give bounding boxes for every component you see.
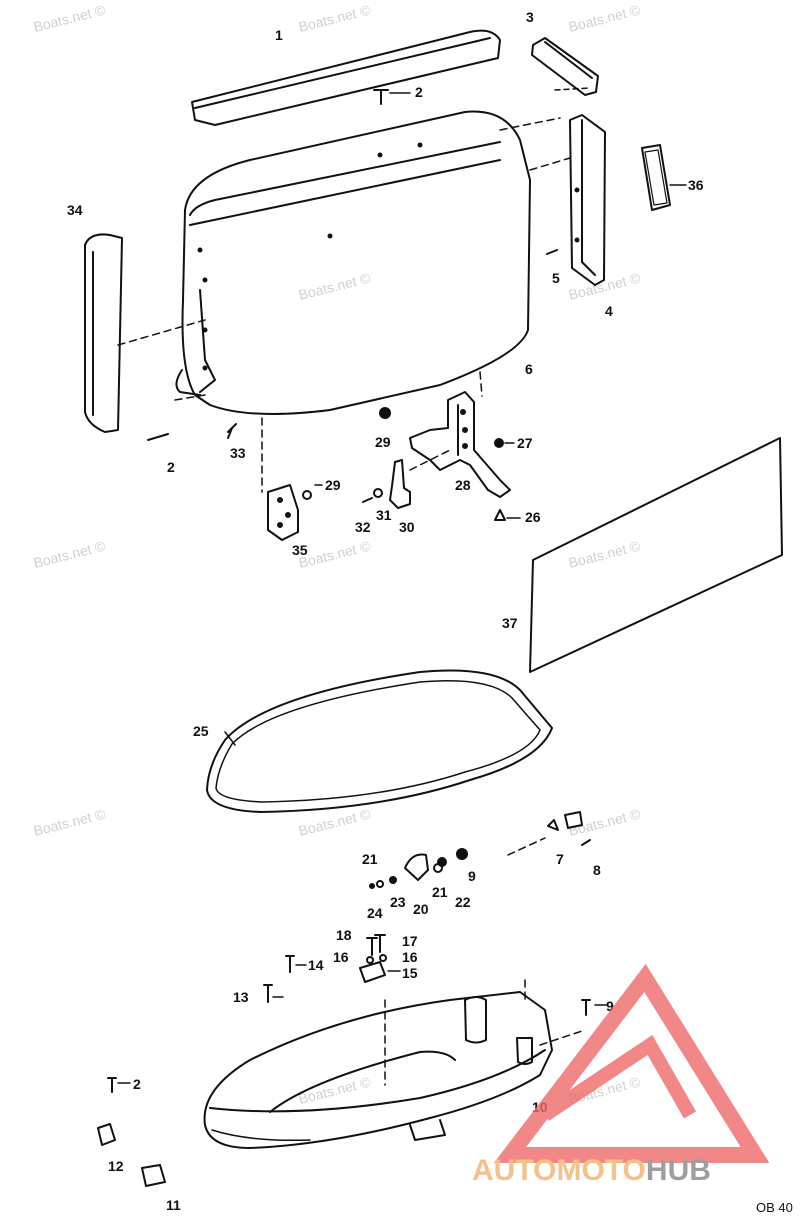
part-label: 9 [468,868,476,884]
part-label: 24 [367,905,383,921]
latch-assembly [409,391,511,498]
brand-part-1: AUTOMOTO [472,1154,646,1187]
part-label: 2 [415,84,423,100]
latch-lever [389,459,411,509]
part-label: 13 [233,989,249,1005]
hardware-small [147,89,558,521]
part-label: 3 [526,9,534,25]
top-trim-strip [191,29,501,126]
part-label: 35 [292,542,308,558]
part-label: 26 [525,509,541,525]
left-side-strip [84,233,123,433]
watermark: Boats.net © [297,1,373,34]
part-label: 18 [336,927,352,943]
part-label: 31 [376,507,392,523]
part-label: 2 [167,459,175,475]
brand-part-2: HUB [646,1154,711,1187]
lower-cowl [203,991,553,1149]
part-label: 34 [67,202,83,218]
part-label: 5 [552,270,560,286]
part-label: 25 [193,723,209,739]
part-label: 16 [402,949,418,965]
part-label: 36 [688,177,704,193]
bottom-clips [97,1123,166,1187]
part-label: 7 [556,851,564,867]
latch-block [107,934,591,1093]
diagram-code: OB 40 [756,1200,793,1215]
upper-cowl [175,110,531,415]
watermark: Boats.net © [567,1,643,34]
right-side-strip [569,114,606,286]
part-label: 16 [333,949,349,965]
part-label: 30 [399,519,415,535]
part-label: 29 [375,434,391,450]
part-label: 8 [593,862,601,878]
part-label: 27 [517,435,533,451]
part-label: 14 [308,957,324,973]
part-label: 15 [402,965,418,981]
part-label: 29 [325,477,341,493]
watermark: Boats.net © [32,537,108,570]
part-label: 4 [605,303,613,319]
watermark: Boats.net © [32,805,108,838]
watermark: Boats.net © [567,537,643,570]
watermark: Boats.net © [297,537,373,570]
watermark: Boats.net © [567,805,643,838]
part-label: 17 [402,933,418,949]
rear-bracket [531,37,599,96]
part-label: 9 [606,998,614,1014]
decal-large [529,437,783,673]
part-label: 11 [166,1197,181,1213]
latch-plate [267,484,299,541]
part-label: 6 [525,361,533,377]
watermark: Boats.net © [32,1,108,34]
part-label: 23 [390,894,406,910]
part-label: 28 [455,477,471,493]
cowl-seal [206,669,553,813]
part-label: 20 [413,901,429,917]
automotohub-logo [493,963,770,1163]
hook-lever [369,848,468,889]
part-label: 12 [108,1158,124,1174]
decal-small [641,144,671,211]
part-label: 21 [362,851,378,867]
part-label: 32 [355,519,371,535]
latch-hook-parts [547,811,591,846]
part-label: 2 [133,1076,141,1092]
leader-lines [117,92,687,1084]
part-label: 22 [455,894,471,910]
brand-name: AUTOMOTOHUB [472,1154,711,1187]
part-label: 1 [275,27,283,43]
part-label: 33 [230,445,246,461]
watermark: Boats.net © [297,269,373,302]
part-label: 21 [432,884,448,900]
part-label: 37 [502,615,518,631]
alignment-lines [117,117,586,1086]
